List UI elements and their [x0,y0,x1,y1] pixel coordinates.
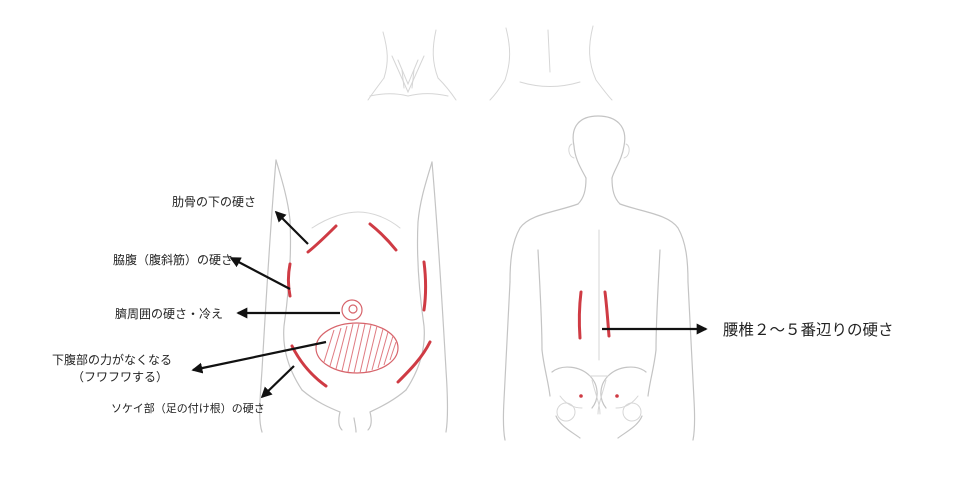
arrow-flank [229,257,291,290]
arrow-groin [260,365,295,399]
flank-right-mark [422,260,427,312]
front-torso [259,159,449,433]
label-lumbar-hardness: 腰椎２〜５番辺りの硬さ [723,321,894,339]
flank-left-mark [287,262,292,298]
rib-left-mark [306,224,338,254]
arrow-lower-abdomen [191,340,327,374]
navel-outer [341,299,363,321]
neck-front-sketch [367,29,457,101]
label-groin-hardness: ソケイ部（足の付け根）の硬さ [111,401,265,415]
front-markers [287,222,432,388]
neck-back-sketch [489,25,613,101]
lower-abdomen-area [315,322,399,374]
lumbar-left-mark [577,290,583,340]
rib-right-mark [368,222,398,252]
lumbar-right-mark [603,290,611,338]
back-torso [502,115,696,441]
labels: 肋骨の下の硬さ 脇腹（腹斜筋）の硬さ 臍周囲の硬さ・冷え 下腹部の力がなくなる … [52,194,894,415]
navel-inner [348,304,358,314]
back-markers [577,290,619,398]
label-flank-hardness: 脇腹（腹斜筋）の硬さ [113,252,233,267]
lower-abdomen-hatch [323,323,397,374]
arrow-rib [274,210,309,245]
label-navel-hardness: 臍周囲の硬さ・冷え [115,307,223,321]
label-lower-abdomen-line1: 下腹部の力がなくなる [52,352,172,367]
groin-left-mark [290,344,328,388]
label-lower-abdomen-line2: （フワフワする） [72,370,168,384]
label-rib-hardness: 肋骨の下の硬さ [172,194,256,209]
groin-right-mark [396,340,432,384]
arrows [191,210,708,399]
